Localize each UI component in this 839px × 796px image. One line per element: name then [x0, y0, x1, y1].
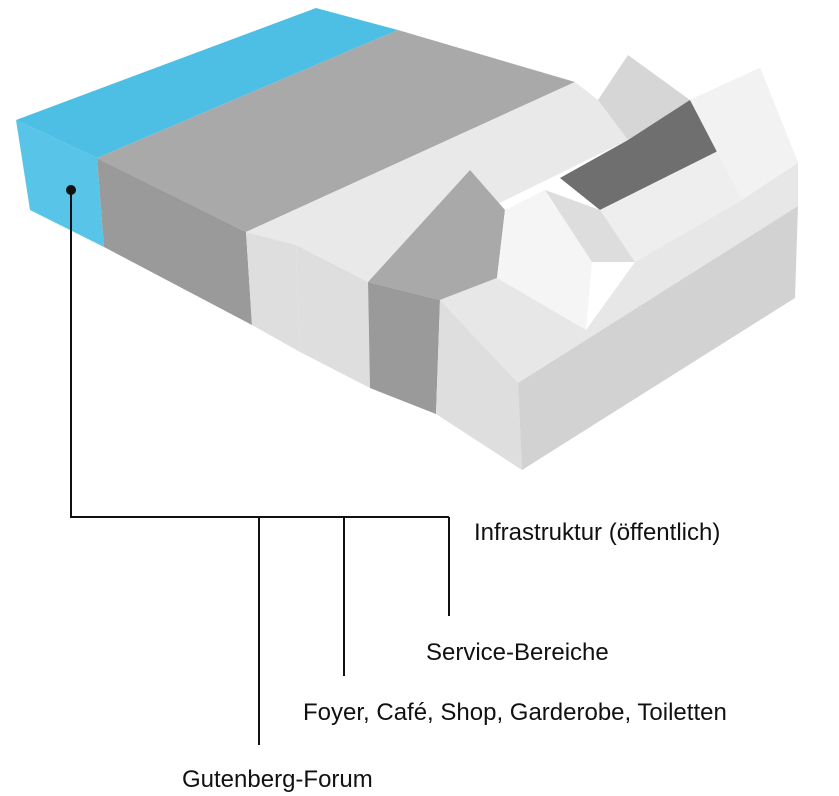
- infrastructure-block: [16, 8, 398, 247]
- zone-labels: Infrastruktur (öffentlich) Service-Berei…: [182, 519, 727, 793]
- infrastructure-top: [16, 8, 398, 158]
- label-foyer: Foyer, Café, Shop, Garderobe, Toiletten: [303, 699, 727, 726]
- raised-ridge-right: [690, 68, 798, 200]
- service-strip-top: [296, 100, 628, 282]
- raised-inner-shadow: [560, 100, 720, 210]
- leader-lines: [66, 185, 450, 745]
- leader-main-line: [70, 190, 449, 518]
- raised-side: [518, 206, 798, 470]
- raised-structure: [436, 55, 798, 470]
- label-forum: Gutenberg-Forum: [182, 766, 373, 793]
- foyer-strip-top: [246, 82, 598, 245]
- foyer-strip-front: [246, 232, 300, 352]
- raised-top-surface: [440, 163, 798, 383]
- foyer-strip: [246, 82, 598, 352]
- service-strip: [296, 100, 628, 388]
- raised-slope: [545, 190, 635, 262]
- service-strip-front: [296, 245, 370, 388]
- forum-block: [97, 30, 575, 325]
- lower-dark-front: [368, 282, 440, 414]
- infrastructure-front: [16, 120, 104, 247]
- label-infrastructure: Infrastruktur (öffentlich): [474, 519, 720, 546]
- building-model: [16, 8, 798, 470]
- label-service: Service-Bereiche: [426, 639, 609, 666]
- lower-dark-block: [368, 170, 505, 414]
- forum-front: [97, 158, 252, 325]
- raised-front: [436, 300, 522, 470]
- raised-ridge-mid: [600, 150, 742, 262]
- forum-top: [97, 30, 575, 232]
- raised-ridge-left: [497, 190, 592, 330]
- lower-dark-top: [368, 170, 505, 300]
